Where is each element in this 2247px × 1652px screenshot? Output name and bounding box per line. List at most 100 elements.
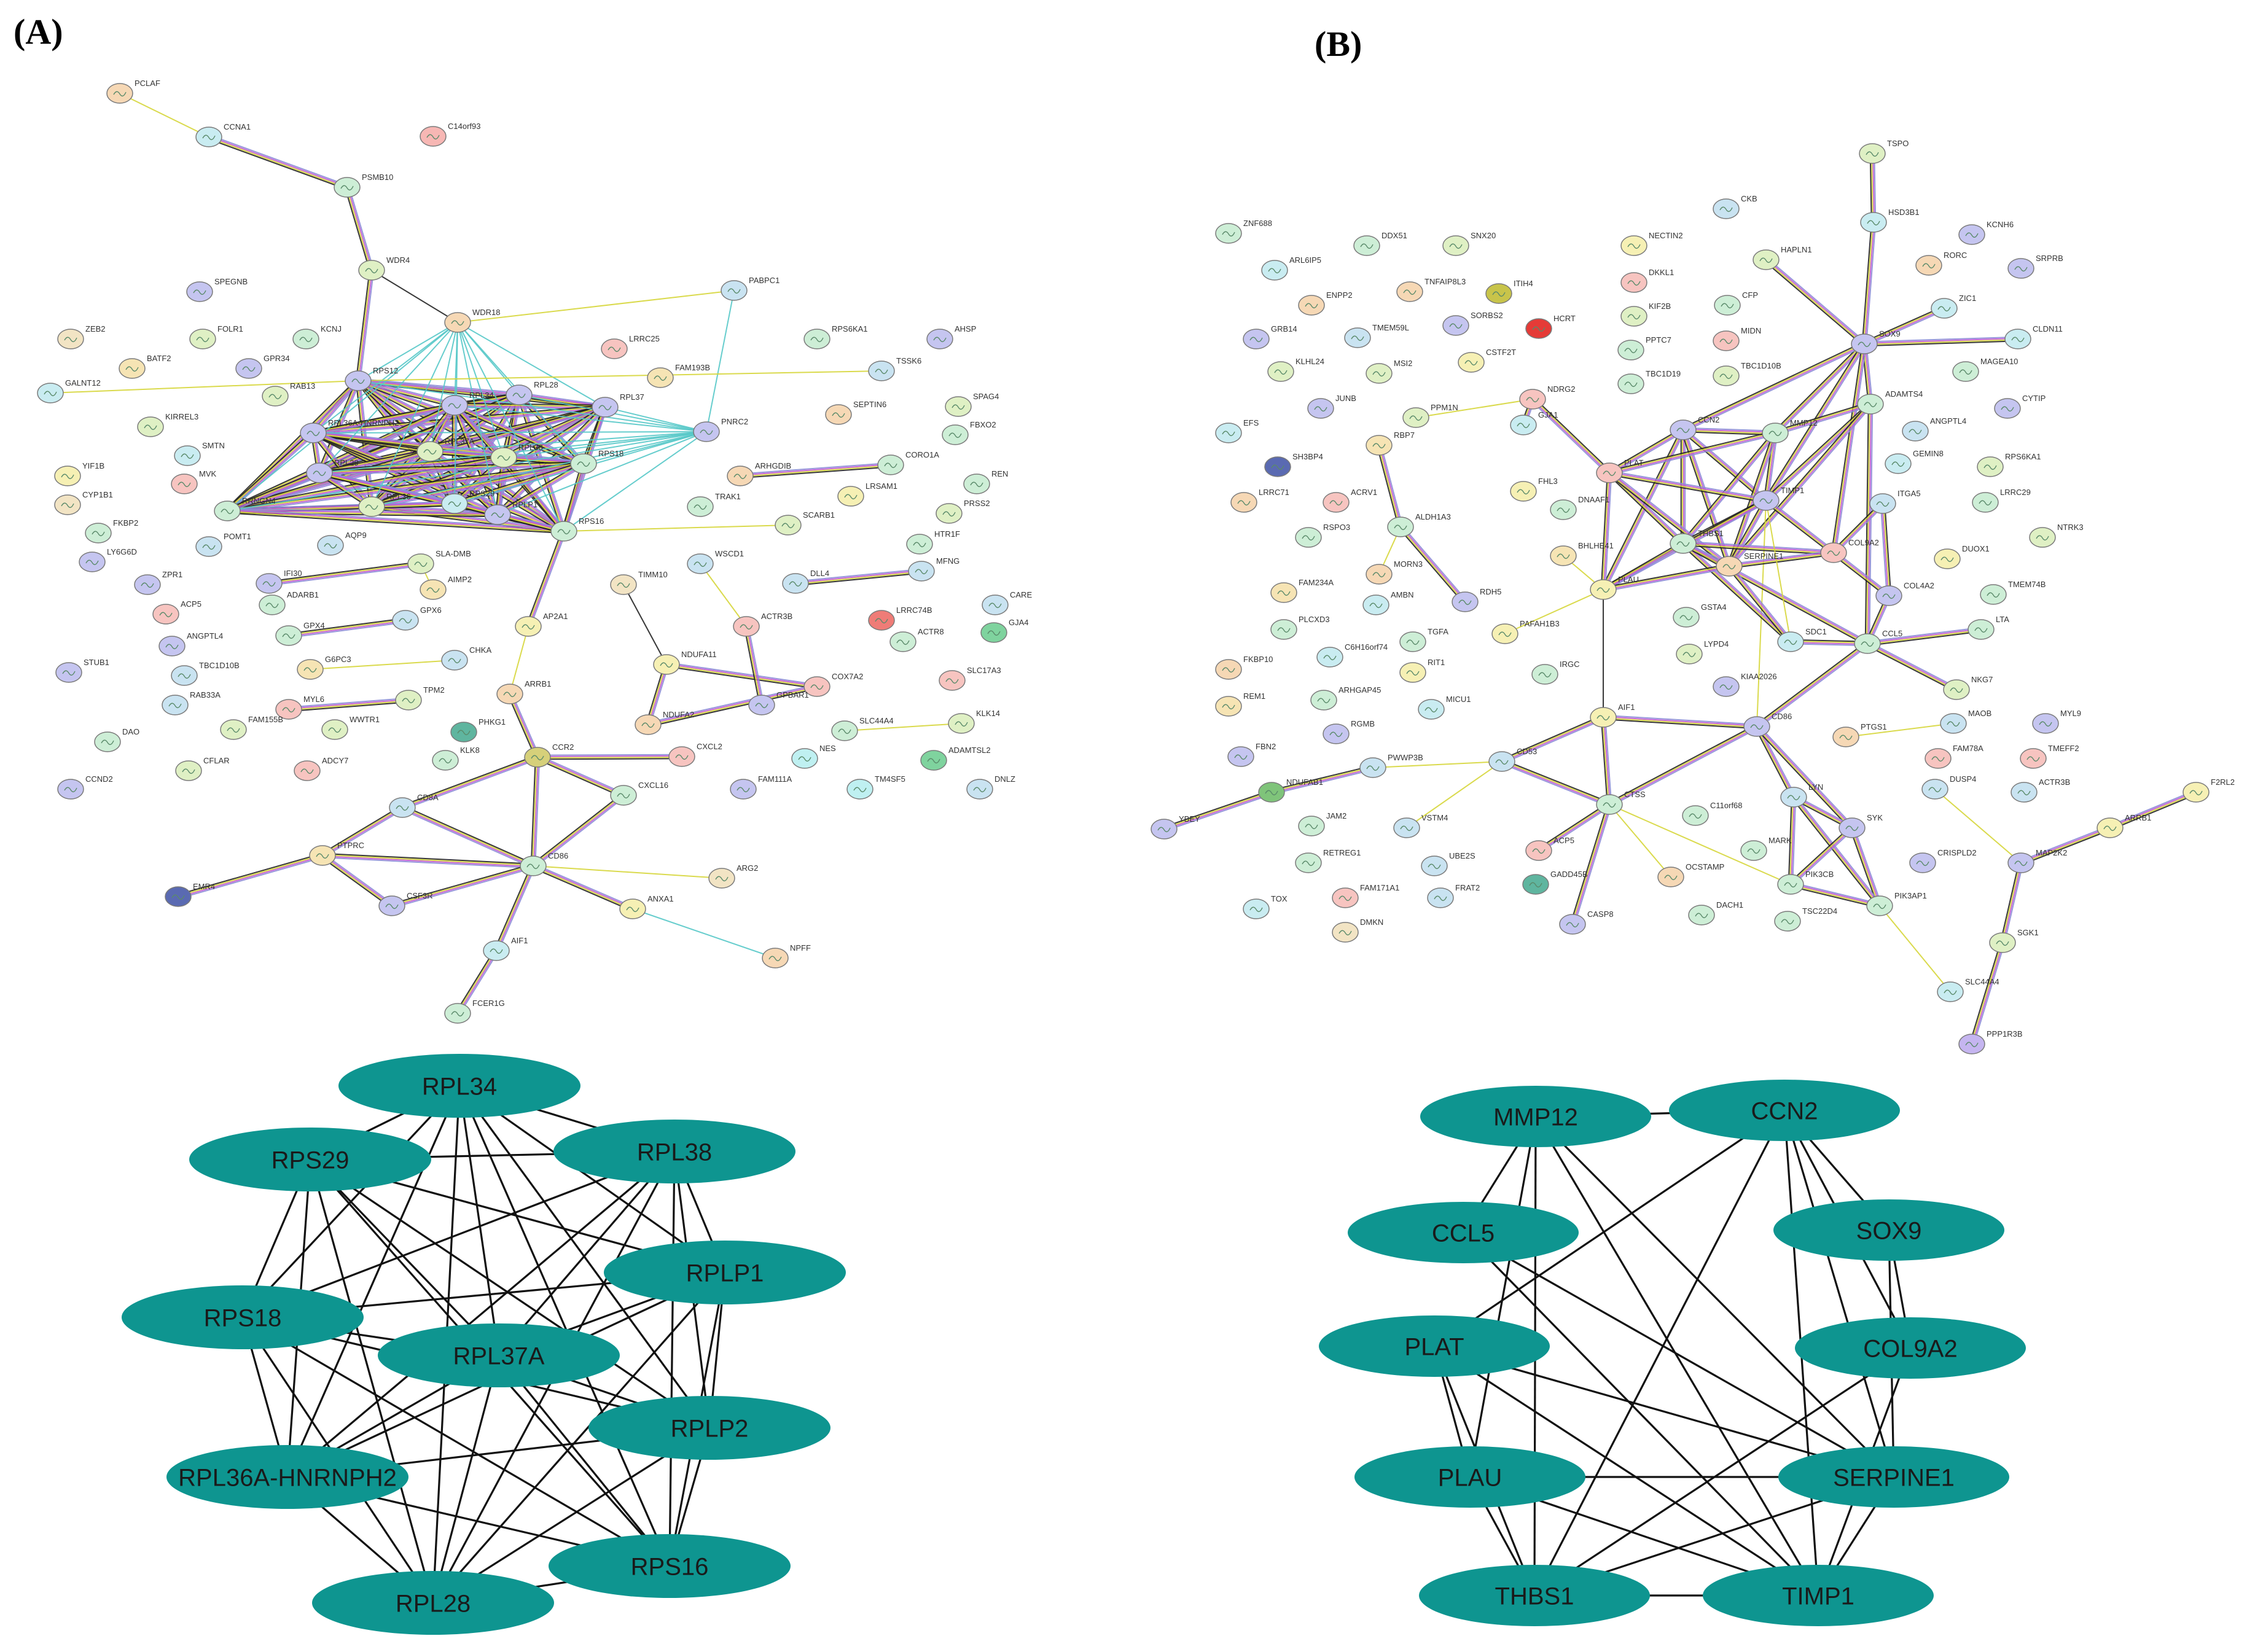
- string-node-htr1f: HTR1F: [906, 529, 960, 555]
- panel-b-string-edges: [1163, 153, 2197, 1045]
- string-node-ptprc: PTPRC: [309, 841, 364, 866]
- string-node-magea10: MAGEA10: [1952, 357, 2018, 382]
- string-edge-ccr2-cd86: [530, 757, 541, 867]
- string-node-rpl37a: RPL37A: [416, 437, 475, 462]
- string-edge-sox9-col9a2: [1831, 343, 1867, 553]
- string-edge-cxcl16-cd86: [531, 793, 625, 868]
- string-edge-cd86-ctss: [1608, 724, 1759, 807]
- string-node-hcrt: HCRT: [1525, 314, 1576, 339]
- string-edge-timp1-serpine1: [1727, 499, 1768, 568]
- string-edge-pnrc2-rpl36a-hnrnph2: [313, 431, 707, 434]
- string-node-duox1: DUOX1: [1934, 544, 1990, 569]
- hub-edge-rpl34-rps16: [458, 1085, 671, 1567]
- string-edge-rps18-rps16: [561, 462, 587, 532]
- svg-text:CCN2: CCN2: [1751, 1097, 1818, 1124]
- string-node-mfng: MFNG: [908, 556, 959, 582]
- string-node-lrrc29: LRRC29: [1972, 488, 2031, 513]
- string-node-pomt1: POMT1: [195, 532, 251, 557]
- string-node-ifi30: IFI30: [256, 569, 302, 594]
- string-edge-wdr18-rrngn4: [227, 322, 458, 512]
- string-edge-thbs1-sdc1: [1681, 541, 1792, 644]
- string-edge-serpine1-sdc1: [1727, 564, 1793, 644]
- string-node-tssk6: TSSK6: [868, 356, 921, 381]
- string-node-ccr2: CCR2: [524, 742, 574, 768]
- string-node-tgfa: TGFA: [1399, 627, 1448, 652]
- string-node-cxcl2: CXCL2: [668, 742, 722, 767]
- string-node-sh3bp4: SH3BP4: [1264, 452, 1323, 477]
- string-node-aqp9: AQP9: [317, 531, 367, 556]
- string-edge-galnt12-rps12: [50, 380, 359, 394]
- string-node-junb: JUNB: [1307, 394, 1356, 419]
- string-node-arhgdib: ARHGDIB: [727, 461, 791, 486]
- string-edge-pnrc2-rpl37a: [429, 431, 707, 452]
- string-node-cd86: CD86: [520, 851, 568, 876]
- string-node-klk14: KLK14: [948, 709, 1000, 734]
- string-edge-timp1-sdc1: [1765, 500, 1791, 642]
- hub-node-ccn2: CCN2: [1669, 1080, 1900, 1141]
- hub-edge-rpl34-rpl36a-hnrnph2: [286, 1085, 461, 1478]
- hub-edge-rpl34-rpl37a: [458, 1085, 500, 1356]
- string-node-aif1: AIF1: [483, 936, 528, 961]
- svg-text:PLAT: PLAT: [1404, 1333, 1464, 1360]
- hub-edge-rpl38-rpl37a: [498, 1150, 676, 1357]
- string-node-wdr4: WDR4: [358, 255, 410, 281]
- string-node-rab13: RAB13: [262, 381, 315, 407]
- string-edge-ccr2-cxcl2: [537, 754, 682, 760]
- string-node-cstf2t: CSTF2T: [1458, 348, 1516, 373]
- string-node-fhl3: FHL3: [1510, 477, 1558, 502]
- string-node-fam234a: FAM234A: [1270, 578, 1334, 603]
- string-node-adamtsl2: ADAMTSL2: [920, 746, 991, 771]
- string-edge-timm10-ndufa11: [623, 584, 667, 665]
- string-node-adamts4: ADAMTS4: [1857, 389, 1923, 415]
- string-edge-pwwp3b-ndufab1: [1270, 765, 1374, 795]
- string-edge-ccl5-cd86: [1755, 641, 1869, 729]
- string-edge-ccl5-nkg7: [1866, 641, 1958, 692]
- string-node-serpine1: SERPINE1: [1716, 551, 1783, 577]
- string-node-ap2a1: AP2A1: [515, 612, 568, 637]
- string-edge-sox9-mmp12: [1773, 341, 1867, 435]
- hub-node-col9a2: COL9A2: [1795, 1317, 2026, 1379]
- string-node-sox9: SOX9: [1851, 329, 1901, 354]
- string-edge-sgk1-ppp1r3b: [1969, 941, 2006, 1045]
- string-node-cox7a2: COX7A2: [803, 672, 863, 697]
- string-edge-wdr18-rpl36: [371, 322, 458, 507]
- string-node-dnlz: DNLZ: [966, 774, 1015, 800]
- string-node-wdr18: WDR18: [444, 308, 501, 333]
- string-edge-wdr18-rpl29: [319, 322, 458, 473]
- string-node-coro1a: CORO1A: [877, 450, 939, 475]
- string-node-batf2: BATF2: [119, 354, 171, 379]
- string-node-zpr1: ZPR1: [134, 570, 182, 595]
- string-edge-thbs1-col9a2: [1682, 540, 1834, 556]
- string-node-dll4: DLL4: [782, 569, 829, 594]
- string-edge-wdr18-rplp1: [457, 322, 498, 515]
- string-node-rps12: RPS12: [345, 366, 398, 391]
- hub-node-rps16: RPS16: [549, 1534, 791, 1598]
- string-edge-sox9-ccn2: [1682, 341, 1866, 432]
- string-edge-rbp7-aldh1a3: [1376, 444, 1404, 528]
- string-edge-wdr18-rpl37a: [429, 322, 458, 452]
- string-node-spag4: SPAG4: [945, 392, 999, 417]
- string-edge-actr3b-gpbar1: [743, 626, 765, 706]
- string-edge-rps12-tssk6: [358, 370, 882, 381]
- hub-node-plat: PLAT: [1319, 1315, 1550, 1377]
- string-node-angptl4: ANGPTL4: [158, 631, 223, 657]
- string-edge-lyn-pik3cb: [1788, 797, 1797, 885]
- string-node-cxcl16: CXCL16: [610, 781, 668, 806]
- string-edge-aif1-cd86: [1603, 714, 1757, 730]
- string-edge-cd86-csf3r: [391, 863, 534, 909]
- string-node-ddx51: DDX51: [1353, 231, 1407, 256]
- string-node-bhlhe41: BHLHE41: [1550, 541, 1614, 566]
- string-node-srprb: SRPRB: [2007, 254, 2063, 279]
- string-node-timp1: TIMP1: [1753, 486, 1804, 511]
- string-node-cfp: CFP: [1714, 290, 1758, 316]
- string-node-folr1: FOLR1: [189, 324, 243, 349]
- string-node-rdh5: RDH5: [1452, 587, 1501, 612]
- string-node-care: CARE: [982, 590, 1032, 615]
- string-edge-rps16-scarb1: [563, 524, 789, 532]
- string-node-plcxd3: PLCXD3: [1270, 615, 1330, 640]
- string-node-efs: EFS: [1215, 418, 1259, 443]
- svg-text:CCL5: CCL5: [1432, 1220, 1495, 1247]
